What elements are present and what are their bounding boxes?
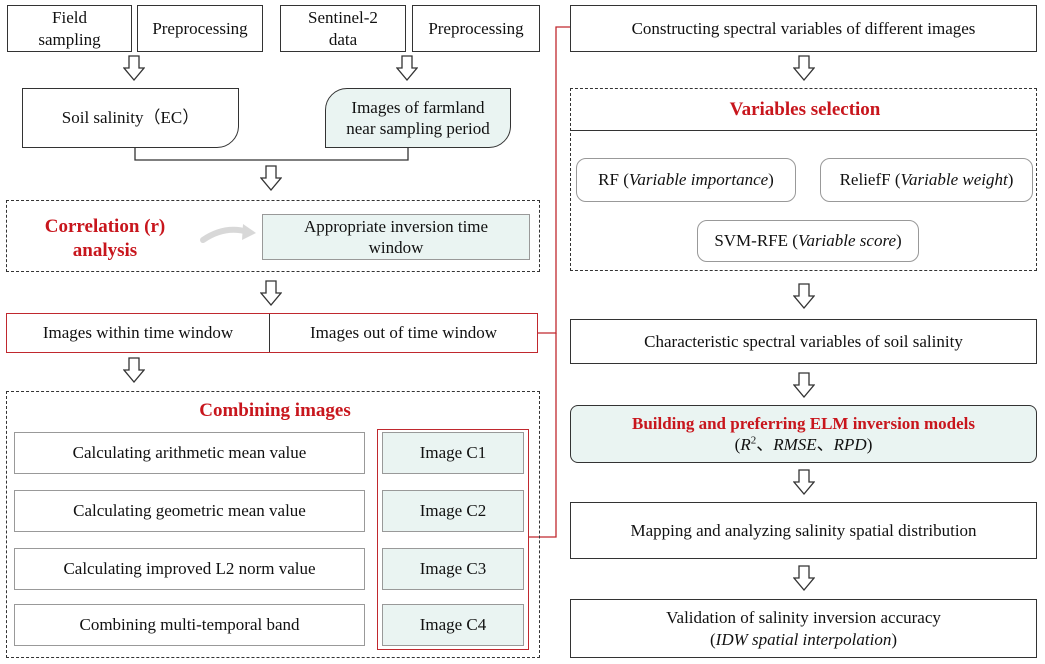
field-sampling-box: Field sampling [7,5,132,52]
correlation-analysis-panel [6,200,540,272]
inversion-window-box: Appropriate inversion time window [262,214,530,260]
combining-title: Combining images [199,400,351,422]
image-c4: Image C4 [382,604,524,646]
down-arrow-icon [260,165,282,191]
method-geometric: Calculating geometric mean value [14,490,365,532]
constructing-box: Constructing spectral variables of diffe… [570,5,1037,52]
sentinel-data-box: Sentinel-2 data [280,5,406,52]
elm-title: Building and preferring ELM inversion mo… [631,413,976,433]
correlation-title: Correlation (r) analysis [44,216,166,261]
elm-metrics: (R2、RMSE、RPD) [734,434,873,454]
out-window-cell: Images out of time window [310,323,497,343]
metric-r2: R [740,435,751,454]
farmland-images-box: Images of farmland near sampling period [325,88,511,148]
down-arrow-icon [793,372,815,398]
method-l2-norm: Calculating improved L2 norm value [14,548,365,590]
soil-salinity-box: Soil salinity（EC） [22,88,239,148]
down-arrow-icon [793,283,815,309]
time-window-split-box: Images within time window Images out of … [6,313,538,353]
validation-title: Validation of salinity inversion accurac… [666,608,941,628]
combining-images-panel [6,391,540,658]
down-arrow-icon [793,469,815,495]
variables-selection-panel [570,88,1037,271]
metric-rpd: RPD [833,435,867,454]
svm-detail: Variable score [797,231,896,251]
mapping-box: Mapping and analyzing salinity spatial d… [570,502,1037,559]
method-arithmetic: Calculating arithmetic mean value [14,432,365,474]
relieff-detail: Variable weight [900,170,1008,190]
down-arrow-icon [793,55,815,81]
image-column-frame [377,429,529,650]
merge-line [134,148,409,161]
down-arrow-icon [260,280,282,306]
preprocessing-box-2: Preprocessing [412,5,540,52]
metric-sep-1: 、 [756,435,774,454]
characteristic-box: Characteristic spectral variables of soi… [570,319,1037,364]
down-arrow-icon [123,357,145,383]
image-c1: Image C1 [382,432,524,474]
metric-r2-sup: 2 [750,434,757,447]
rf-box: RF (Variable importance) [576,158,796,202]
selection-divider [571,130,1036,131]
metric-sep-2: 、 [816,435,834,454]
selection-title: Variables selection [729,99,881,121]
down-arrow-icon [793,565,815,591]
rf-name: RF [598,170,619,190]
image-c2: Image C2 [382,490,524,532]
validation-detail-wrap: (IDW spatial interpolation) [709,629,897,649]
method-multi-temporal: Combining multi-temporal band [14,604,365,646]
red-connector-top [538,26,570,334]
image-c3: Image C3 [382,548,524,590]
preprocessing-box-1: Preprocessing [137,5,263,52]
down-arrow-icon [396,55,418,81]
svm-name: SVM-RFE [714,231,789,251]
rf-detail: Variable importance [628,170,769,190]
validation-detail: IDW spatial interpolation [715,629,892,649]
metric-rmse: RMSE [773,435,817,454]
elm-models-box: Building and preferring ELM inversion mo… [570,405,1037,463]
down-arrow-icon [123,55,145,81]
within-window-cell: Images within time window [7,314,270,352]
relieff-box: ReliefF (Variable weight) [820,158,1033,202]
relieff-name: ReliefF [839,170,891,190]
svm-rfe-box: SVM-RFE (Variable score) [697,220,919,262]
validation-box: Validation of salinity inversion accurac… [570,599,1037,658]
